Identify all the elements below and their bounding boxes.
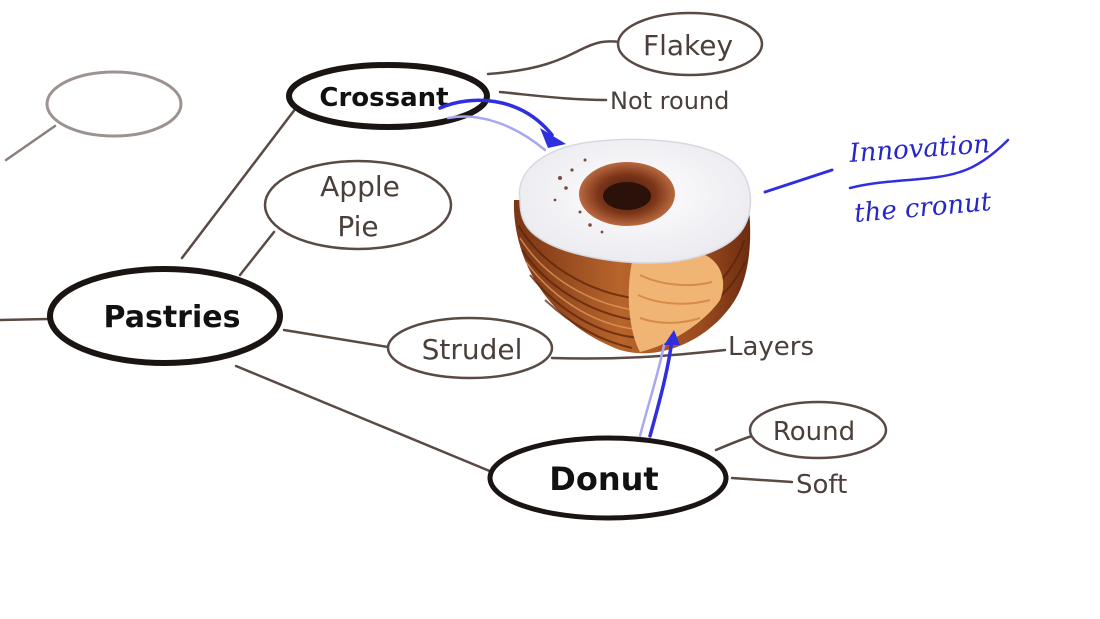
- arrowhead-croissant: [540, 128, 566, 148]
- connector-donut-soft: [730, 476, 794, 484]
- connector-empty-node: [4, 124, 57, 162]
- apple-pie-node: Apple Pie: [263, 159, 453, 251]
- donut-node: Donut: [487, 435, 729, 521]
- flakey-node: Flakey: [616, 11, 764, 77]
- croissant-node: Crossant: [286, 62, 490, 130]
- connector-strudel-layers: [550, 348, 727, 360]
- annotation-line1: Innovation: [847, 129, 991, 169]
- croissant-label: Crossant: [319, 83, 448, 113]
- connector-pastries-donut: [234, 364, 494, 474]
- connector-lines: [0, 40, 794, 484]
- connector-left-edge: [0, 317, 50, 322]
- pastries-label: Pastries: [104, 300, 241, 335]
- innovation-annotation: Innovation the cronut: [763, 129, 1010, 229]
- round-node: Round: [748, 400, 888, 460]
- connector-pastries-croissant: [180, 106, 298, 260]
- annotation-line2: the cronut: [853, 187, 993, 229]
- connector-pastries-applepie: [238, 230, 276, 277]
- strudel-label: Strudel: [422, 333, 523, 366]
- pastries-node: Pastries: [47, 266, 283, 366]
- connector-pastries-strudel: [282, 328, 390, 349]
- apple-pie-label-line1: Apple: [320, 170, 400, 203]
- flakey-label: Flakey: [643, 29, 733, 62]
- not-round-label: Not round: [610, 87, 729, 115]
- soft-label: Soft: [796, 470, 847, 500]
- blue-arrows: [438, 98, 680, 438]
- arrow-croissant-to-cronut: [438, 98, 554, 137]
- connector-croissant-notround: [498, 90, 608, 102]
- round-label: Round: [773, 417, 855, 447]
- donut-label: Donut: [549, 460, 658, 498]
- empty-node: [45, 70, 183, 138]
- arrowhead-donut: [664, 330, 680, 345]
- connector-croissant-flakey: [486, 40, 622, 76]
- strudel-node: Strudel: [386, 316, 554, 380]
- apple-pie-label-line2: Pie: [337, 210, 378, 243]
- cronut-icon: [513, 138, 752, 354]
- arrow-donut-to-cronut: [648, 338, 674, 438]
- layers-label: Layers: [728, 332, 814, 362]
